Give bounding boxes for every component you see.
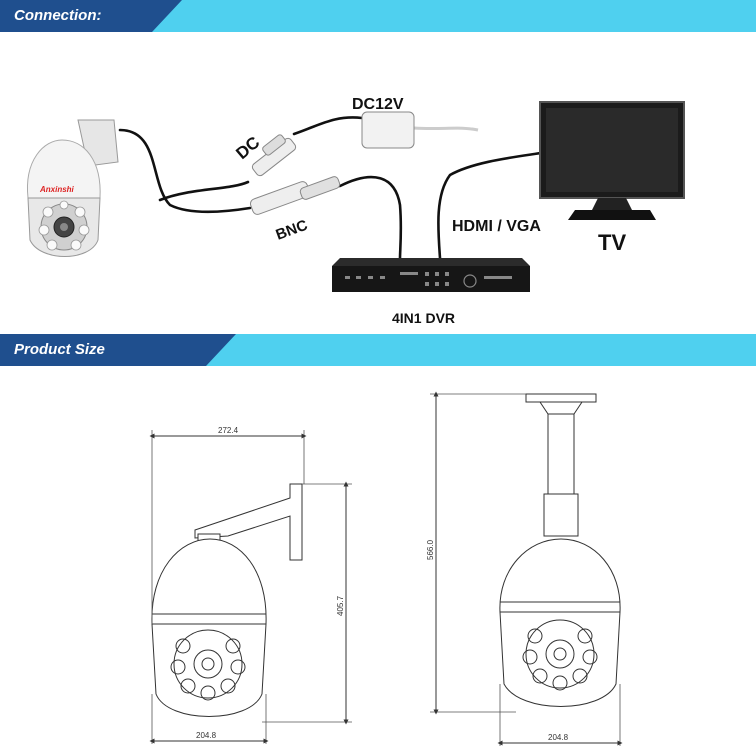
tv-stand-base xyxy=(568,210,656,220)
camera-power-cable xyxy=(158,180,250,202)
dc-psu-cable xyxy=(292,116,364,136)
camera-dome-top xyxy=(26,139,101,199)
pendant-dome-width-value: 204.8 xyxy=(548,733,569,742)
lens-center xyxy=(60,223,68,231)
wall-height-value: 405.7 xyxy=(336,595,345,616)
dc-label: DC xyxy=(232,133,263,163)
connection-diagram: Anxinshi DC DC12V BNC HDMI / VG xyxy=(26,96,685,326)
wall-width-value: 272.4 xyxy=(218,426,239,435)
hdmi-cable xyxy=(437,148,558,260)
cables xyxy=(118,116,558,260)
wall-led-ring xyxy=(173,629,243,699)
pendant-pole xyxy=(547,413,575,495)
tv-stand-neck xyxy=(592,198,632,210)
product-size-title: Product Size xyxy=(14,341,105,358)
product-size-tab: Product Size xyxy=(0,334,236,366)
speed-dome-camera: Anxinshi xyxy=(26,119,119,257)
bnc-dvr-cable xyxy=(338,175,403,260)
camera-cable xyxy=(118,128,252,214)
ir-leds xyxy=(38,200,90,251)
ceiling-plate xyxy=(525,393,597,403)
pendant-height-value: 566.0 xyxy=(426,539,435,560)
connection-banner: Connection: xyxy=(0,0,756,32)
bnc-connector xyxy=(249,176,341,215)
tv-monitor xyxy=(539,101,685,220)
connection-tab: Connection: xyxy=(0,0,182,32)
mains-cable xyxy=(413,126,479,132)
tv-label: TV xyxy=(598,230,626,255)
dc12v-label: DC12V xyxy=(352,96,404,113)
bnc-label: BNC xyxy=(274,217,311,244)
product-size-diagram: 272.4 405.7 204.8 566.0 204.8 xyxy=(149,391,623,746)
dvr-front-panel xyxy=(345,272,512,288)
connection-title: Connection: xyxy=(14,7,102,24)
product-size-banner: Product Size xyxy=(0,334,756,366)
pendant-mount-drawing xyxy=(430,391,623,746)
hdmi-vga-label: HDMI / VGA xyxy=(452,218,541,235)
pendant-led-ring xyxy=(525,619,595,689)
power-adapter xyxy=(361,111,415,149)
wall-mount-drawing xyxy=(149,430,352,744)
dvr-device xyxy=(332,258,530,292)
dc-connector xyxy=(251,134,297,177)
wall-dome-width-value: 204.8 xyxy=(196,731,217,740)
dvr-label: 4IN1 DVR xyxy=(392,310,455,326)
pendant-dome-top xyxy=(499,538,621,613)
brand-logo: Anxinshi xyxy=(39,185,75,194)
pendant-dome-bottom xyxy=(499,611,621,707)
wall-dome-top xyxy=(151,538,267,625)
